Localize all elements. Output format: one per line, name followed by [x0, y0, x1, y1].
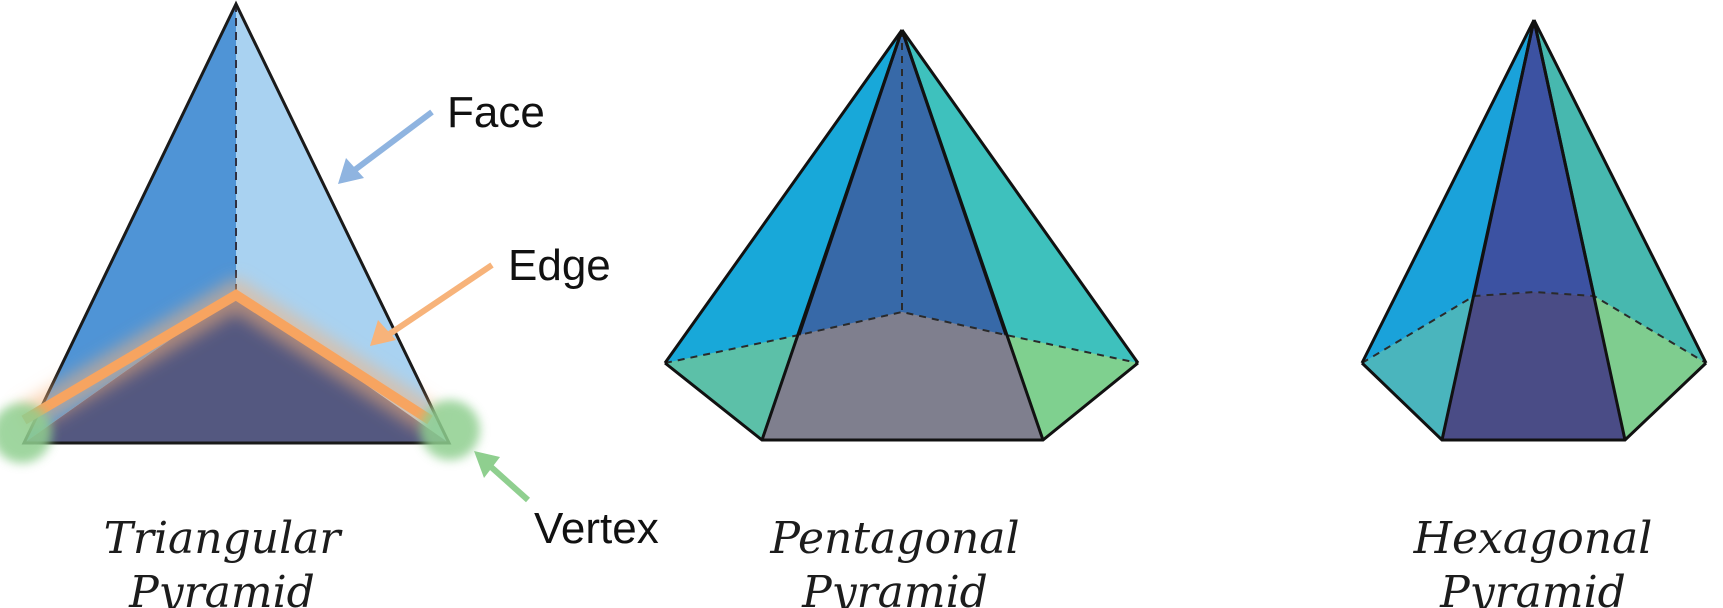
caption-hexagonal-line2: Pyramid	[1439, 567, 1626, 608]
caption-hexagonal-line1: Hexagonal	[1413, 513, 1653, 564]
vertex-arrowhead	[474, 451, 500, 478]
pentagonal-front-right-face	[902, 30, 1138, 440]
edge-highlight	[16, 277, 439, 433]
hexagonal-right-face	[1534, 20, 1706, 440]
triangular-outline	[21, 0, 452, 445]
caption-hexagonal: Hexagonal Pyramid	[1413, 513, 1653, 608]
caption-triangular-line2: Pyramid	[128, 567, 315, 608]
vertex-label: Vertex	[534, 504, 659, 553]
hexagonal-base-right	[1594, 296, 1706, 440]
pentagonal-base-right	[1006, 335, 1138, 440]
caption-pentagonal: Pentagonal Pyramid	[769, 513, 1019, 608]
hexagonal-left-face	[1362, 20, 1534, 440]
triangular-pyramid	[0, 0, 480, 463]
edge-arrowhead	[370, 320, 396, 346]
caption-pentagonal-line1: Pentagonal	[769, 513, 1019, 564]
edge-annotation: Edge	[370, 241, 611, 346]
face-label: Face	[447, 88, 545, 137]
pentagonal-front-left-face	[665, 30, 902, 440]
pentagonal-pyramid	[663, 29, 1140, 442]
vertex-arrow	[487, 463, 531, 503]
face-annotation: Face	[338, 88, 545, 184]
hexagonal-base-center	[1442, 292, 1625, 440]
face-arrow	[350, 109, 434, 175]
pentagonal-base-left	[665, 335, 799, 440]
pentagonal-base-center	[762, 312, 1043, 440]
vertex-highlight-right	[420, 400, 480, 460]
vertex-highlight-left	[0, 403, 52, 463]
edge-label: Edge	[508, 241, 611, 290]
vertex-annotation: Vertex	[474, 451, 659, 553]
hexagonal-base-left	[1362, 296, 1474, 440]
caption-triangular: Triangular Pyramid	[104, 513, 344, 608]
triangular-base-face	[24, 293, 449, 443]
edge-arrow	[386, 262, 494, 338]
face-arrowhead	[338, 158, 364, 184]
caption-triangular-line1: Triangular	[104, 513, 344, 564]
caption-pentagonal-line2: Pyramid	[801, 567, 988, 608]
hexagonal-pyramid	[1360, 19, 1708, 442]
